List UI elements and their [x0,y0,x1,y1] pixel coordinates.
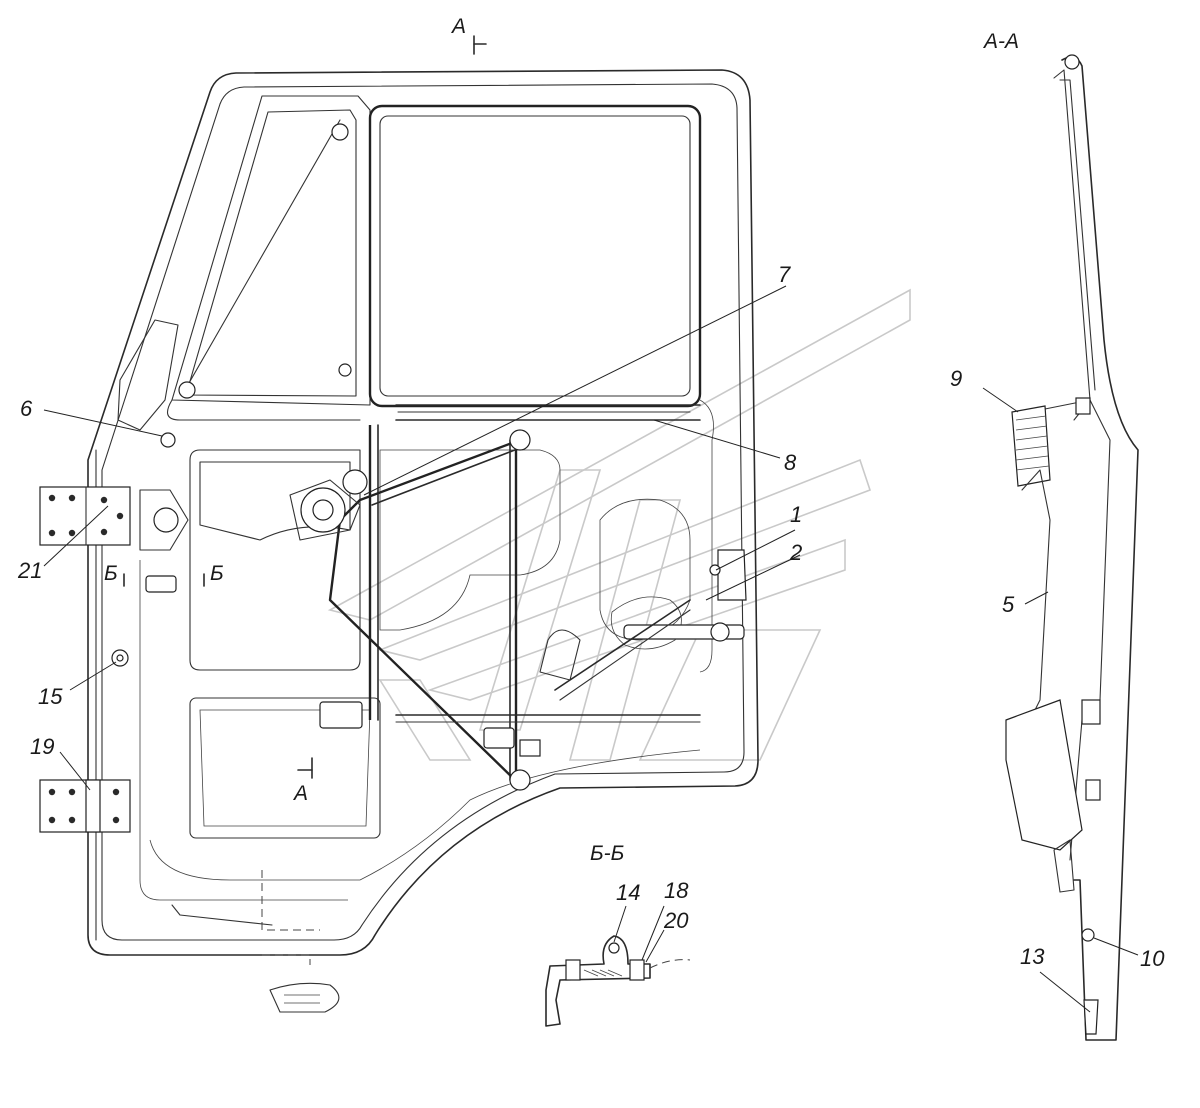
callout-13: 13 [1020,944,1045,969]
section-label-bb-view: Б-Б [590,842,624,865]
door-outer-panel [87,69,759,956]
section-label-a-top: A [450,15,466,38]
callout-19: 19 [30,734,54,759]
callout-15: 15 [38,684,63,709]
section-label-a-bottom: A [292,782,308,805]
inner-panel [145,399,714,965]
callout-10: 10 [1140,946,1165,971]
callout-18: 18 [664,878,689,903]
door-step [171,904,340,1013]
callout-6: 6 [20,396,33,421]
callout-14: 14 [616,880,640,905]
door-lock-mechanism [539,549,747,701]
watermark-logo [327,288,911,761]
section-a-a-view [982,54,1139,1041]
section-label-b-right: Б [210,562,224,585]
hinge-upper [39,486,189,551]
callout-7: 7 [778,262,791,287]
callout-5: 5 [1002,592,1015,617]
callout-2: 2 [789,540,802,565]
callout-20: 20 [663,908,689,933]
callout-8: 8 [784,450,797,475]
leader-lines [43,285,801,791]
callout-1: 1 [790,502,802,527]
section-label-aa-view: A-A [982,30,1019,53]
hinge-lower [39,779,131,833]
section-marks [123,35,487,779]
window-regulator [289,424,701,791]
section-b-b-view [545,905,691,1027]
section-label-b-left: Б [104,562,118,585]
callout-9: 9 [950,366,962,391]
window-frame [166,95,702,421]
callout-21: 21 [17,558,42,583]
